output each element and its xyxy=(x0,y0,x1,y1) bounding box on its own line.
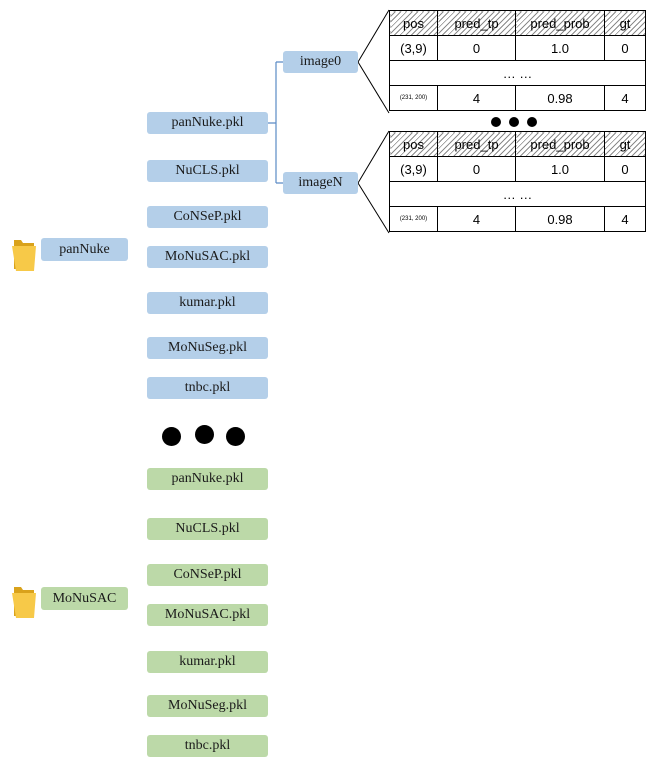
table-row: (231, 200) 4 0.98 4 xyxy=(389,85,646,111)
image0-to-table1-connector xyxy=(357,9,390,114)
header-gt: gt xyxy=(604,131,646,157)
cell-pred-prob: 0.98 xyxy=(515,206,605,232)
header-pred-prob: pred_prob xyxy=(515,131,605,157)
header-pos: pos xyxy=(389,10,438,36)
cell-pred-prob: 0.98 xyxy=(515,85,605,111)
cell-pred-tp: 4 xyxy=(437,85,516,111)
table-ellipsis-row: … … xyxy=(389,60,646,86)
file-nucls-pkl: NuCLS.pkl xyxy=(147,518,268,540)
cell-pos: (3,9) xyxy=(389,35,438,61)
table-row: (231, 200) 4 0.98 4 xyxy=(389,206,646,232)
file-pannuke-pkl: panNuke.pkl xyxy=(147,112,268,134)
ellipsis-dot xyxy=(509,117,519,127)
cell-gt: 4 xyxy=(604,206,646,232)
table-header-row: pos pred_tp pred_prob gt xyxy=(389,131,646,157)
cell-gt: 0 xyxy=(604,156,646,182)
table-row: (3,9) 0 1.0 0 xyxy=(389,156,646,182)
folder-label-monusac: MoNuSAC xyxy=(41,587,128,610)
prediction-table-image0: pos pred_tp pred_prob gt (3,9) 0 1.0 0 …… xyxy=(389,10,646,111)
file-consep-pkl: CoNSeP.pkl xyxy=(147,564,268,586)
file-monuseg-pkl: MoNuSeg.pkl xyxy=(147,337,268,359)
imageN-box: imageN xyxy=(283,172,358,194)
table-ellipsis-row: … … xyxy=(389,181,646,207)
table-header-row: pos pred_tp pred_prob gt xyxy=(389,10,646,36)
cell-pos: (231, 200) xyxy=(389,206,438,232)
folder-label-pannuke: panNuke xyxy=(41,238,128,261)
cell-pred-tp: 0 xyxy=(437,156,516,182)
cell-pred-tp: 0 xyxy=(437,35,516,61)
file-nucls-pkl: NuCLS.pkl xyxy=(147,160,268,182)
file-monusac-pkl: MoNuSAC.pkl xyxy=(147,604,268,626)
cell-pred-prob: 1.0 xyxy=(515,35,605,61)
header-pred-tp: pred_tp xyxy=(437,131,516,157)
cell-pos: (231, 200) xyxy=(389,85,438,111)
file-kumar-pkl: kumar.pkl xyxy=(147,651,268,673)
cell-pred-prob: 1.0 xyxy=(515,156,605,182)
image0-box: image0 xyxy=(283,51,358,73)
imageN-to-table2-connector xyxy=(357,130,390,234)
file-monuseg-pkl: MoNuSeg.pkl xyxy=(147,695,268,717)
ellipsis-cell: … … xyxy=(389,60,646,86)
cell-pos: (3,9) xyxy=(389,156,438,182)
header-pred-tp: pred_tp xyxy=(437,10,516,36)
ellipsis-dot xyxy=(491,117,501,127)
header-pos: pos xyxy=(389,131,438,157)
ellipsis-dot xyxy=(226,427,245,446)
file-to-image-bracket xyxy=(268,61,283,184)
file-pannuke-pkl: panNuke.pkl xyxy=(147,468,268,490)
ellipsis-dot xyxy=(527,117,537,127)
ellipsis-dot xyxy=(162,427,181,446)
cell-gt: 0 xyxy=(604,35,646,61)
folder-icon xyxy=(12,587,36,618)
file-kumar-pkl: kumar.pkl xyxy=(147,292,268,314)
file-tnbc-pkl: tnbc.pkl xyxy=(147,377,268,399)
cell-pred-tp: 4 xyxy=(437,206,516,232)
prediction-table-imageN: pos pred_tp pred_prob gt (3,9) 0 1.0 0 …… xyxy=(389,131,646,232)
file-tnbc-pkl: tnbc.pkl xyxy=(147,735,268,757)
table-row: (3,9) 0 1.0 0 xyxy=(389,35,646,61)
ellipsis-dot xyxy=(195,425,214,444)
ellipsis-cell: … … xyxy=(389,181,646,207)
header-gt: gt xyxy=(604,10,646,36)
file-monusac-pkl: MoNuSAC.pkl xyxy=(147,246,268,268)
cell-gt: 4 xyxy=(604,85,646,111)
header-pred-prob: pred_prob xyxy=(515,10,605,36)
file-consep-pkl: CoNSeP.pkl xyxy=(147,206,268,228)
folder-icon xyxy=(12,240,36,271)
